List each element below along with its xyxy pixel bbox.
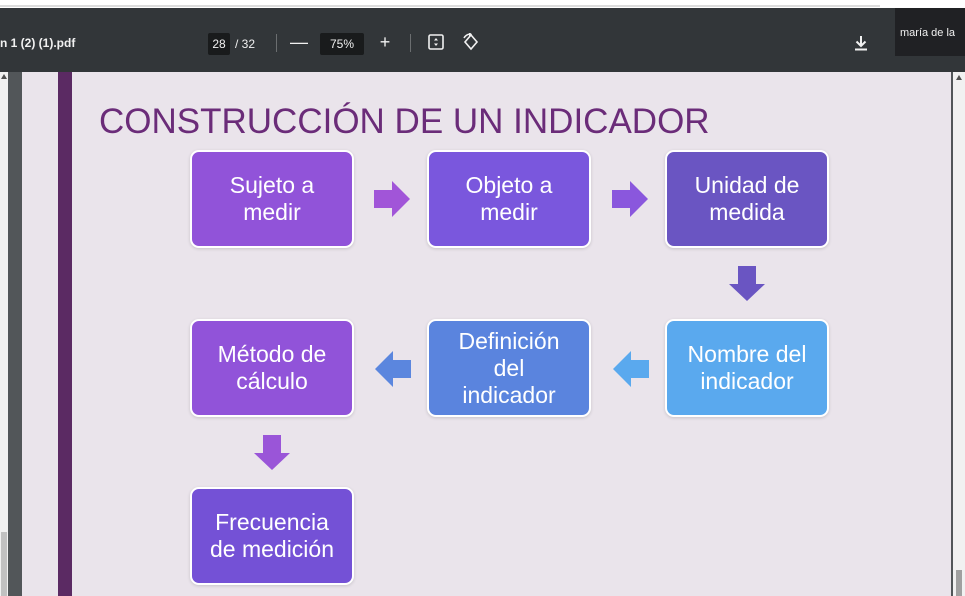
box-label: Unidad de medida — [694, 172, 800, 225]
page-number-input[interactable]: 28 — [208, 33, 230, 55]
right-scrollbar[interactable] — [953, 72, 965, 596]
box-label: Sujeto a medir — [229, 172, 315, 225]
arrow-left-icon — [613, 351, 649, 387]
pdf-toolbar: n 1 (2) (1).pdf 28 / 32 — 75% + — [0, 8, 965, 72]
box-label: Frecuencia de medición — [209, 509, 335, 562]
left-scrollbar[interactable] — [0, 72, 8, 596]
arrow-left-icon — [375, 351, 411, 387]
file-name: n 1 (2) (1).pdf — [0, 36, 76, 50]
zoom-out-button[interactable]: — — [290, 32, 308, 52]
box-nombre: Nombre del indicador — [665, 319, 829, 417]
scrollbar-thumb[interactable] — [1, 532, 7, 596]
scroll-up-arrow-icon[interactable] — [956, 75, 962, 80]
scroll-up-arrow-icon[interactable] — [1, 74, 7, 79]
arrow-right-icon — [374, 181, 410, 217]
fit-page-icon[interactable] — [428, 34, 444, 50]
account-chip[interactable] — [895, 8, 965, 56]
box-label: Objeto a medir — [465, 172, 553, 225]
rotate-icon[interactable] — [462, 33, 480, 51]
slide-page: CONSTRUCCIÓN DE UN INDICADOR Sujeto a me… — [22, 72, 951, 596]
scrollbar-thumb[interactable] — [956, 570, 962, 596]
box-label: Método de cálculo — [217, 341, 327, 394]
box-label: Nombre del indicador — [687, 341, 807, 394]
box-label: Definición del indicador — [458, 327, 560, 408]
box-unidad: Unidad de medida — [665, 150, 829, 248]
window-top-strip — [0, 0, 965, 8]
account-name: maría de la — [900, 27, 956, 39]
download-icon[interactable] — [853, 34, 869, 52]
box-definicion: Definición del indicador — [427, 319, 591, 417]
box-metodo: Método de cálculo — [190, 319, 354, 417]
toolbar-divider — [276, 34, 277, 52]
zoom-level-input[interactable]: 75% — [320, 33, 364, 55]
page-total: / 32 — [235, 37, 256, 51]
arrow-down-icon — [729, 266, 765, 301]
arrow-down-icon — [254, 435, 290, 470]
zoom-in-button[interactable]: + — [379, 32, 391, 52]
box-objeto: Objeto a medir — [427, 150, 591, 248]
slide-accent-bar — [58, 72, 72, 596]
box-sujeto: Sujeto a medir — [190, 150, 354, 248]
arrow-right-icon — [612, 181, 648, 217]
toolbar-divider — [410, 34, 411, 52]
slide-title: CONSTRUCCIÓN DE UN INDICADOR — [99, 102, 710, 141]
box-frecuencia: Frecuencia de medición — [190, 487, 354, 585]
top-divider — [0, 5, 880, 7]
